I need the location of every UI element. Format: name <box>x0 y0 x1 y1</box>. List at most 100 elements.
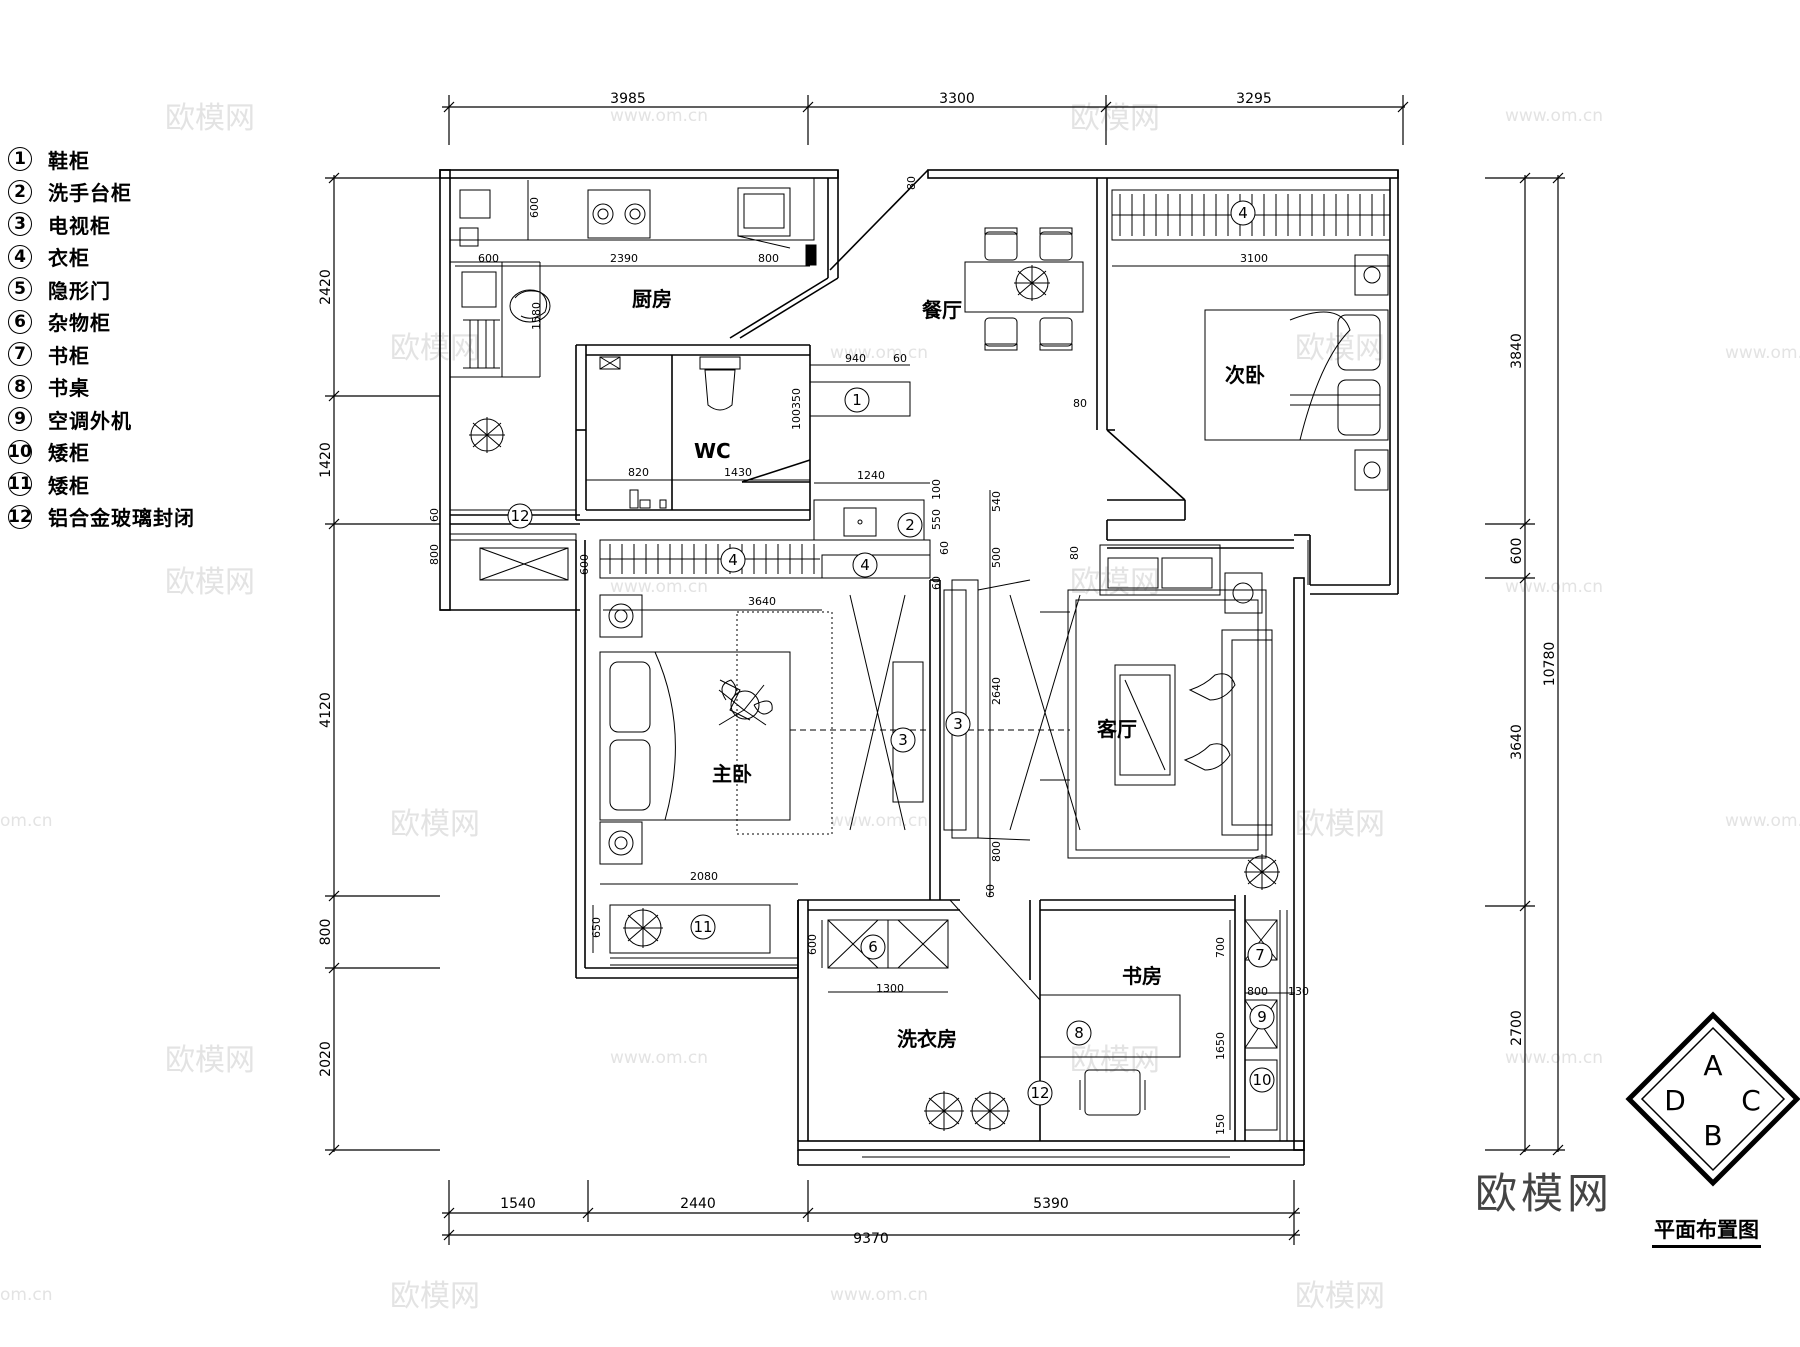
fridge-icon <box>737 187 791 237</box>
marker-2: 2 <box>897 512 923 538</box>
inner-dimensions: 600 600 2390 800 1580 80 80 3100 940 60 … <box>428 176 1390 1135</box>
legend-number: 8 <box>8 374 32 399</box>
dim-inner: 500 <box>990 547 1003 568</box>
dim-top-2: 3300 <box>939 91 975 107</box>
dining-table <box>964 261 1084 313</box>
coffee-table-icon <box>1114 664 1176 786</box>
room-label-kitchen: 厨房 <box>632 287 672 311</box>
balcony <box>440 533 577 611</box>
legend-item: 12 铝合金玻璃封闭 <box>8 502 195 532</box>
legend-text: 铝合金玻璃封闭 <box>48 506 195 530</box>
dim-bottom-2: 2440 <box>680 1196 716 1212</box>
room-label-laundry: 洗衣房 <box>897 1027 957 1051</box>
watermark-url: www.om.cn <box>1505 106 1603 126</box>
marker-10: 10 <box>1249 1067 1275 1093</box>
watermark-logo: 欧模网 <box>1070 101 1160 136</box>
legend-text: 电视柜 <box>48 213 111 238</box>
dim-inner: 2080 <box>690 870 718 883</box>
master-low-cabinet <box>609 904 771 954</box>
svg-text:6: 6 <box>868 938 878 956</box>
plant-icon <box>718 679 773 726</box>
markers: 1 2 3 3 4 4 4 6 7 8 9 10 11 12 12 <box>507 200 1275 1106</box>
nightstand-icon <box>1354 449 1389 491</box>
wardrobes <box>599 189 1391 579</box>
plant-icons <box>469 265 1280 1131</box>
watermark-logo: 欧模网 <box>165 565 255 600</box>
dim-inner: 820 <box>628 466 649 479</box>
marker-3a: 3 <box>890 727 916 753</box>
plant-icon <box>1014 265 1050 301</box>
dim-top-3: 3295 <box>1236 91 1272 107</box>
legend-text: 书柜 <box>48 343 90 368</box>
dim-inner: 600 <box>528 197 541 218</box>
dim-inner: 100350 <box>790 388 803 430</box>
dim-inner: 2640 <box>990 677 1003 705</box>
dim-inner: 60 <box>938 541 951 555</box>
dim-inner: 940 <box>845 352 866 365</box>
dim-inner: 3100 <box>1240 252 1268 265</box>
dim-inner: 60 <box>893 352 907 365</box>
watermark-logo: 欧模网 <box>165 101 255 136</box>
nightstand-icon <box>599 821 643 865</box>
outer-dimension-labels: 3985 3300 3295 1540 2440 5390 9370 2420 … <box>318 91 1558 1247</box>
legend-number: 4 <box>8 244 32 269</box>
shoe-cabinet <box>809 381 911 417</box>
marker-12b: 12 <box>1027 1080 1053 1106</box>
compass-icon: A D C B <box>1625 1011 1800 1187</box>
bed-icon <box>1204 309 1389 441</box>
marker-12a: 12 <box>507 503 533 529</box>
nightstand-icon <box>599 594 643 638</box>
dim-inner: 800 <box>1247 985 1268 998</box>
basin-icon <box>843 507 877 537</box>
dim-top-1: 3985 <box>610 91 646 107</box>
svg-text:4: 4 <box>860 556 870 574</box>
watermark-logo: 欧模网 <box>390 1279 480 1314</box>
living-room-furniture <box>943 544 1273 859</box>
watermark-logo: 欧模网 <box>165 1043 255 1078</box>
watermark-logo: 欧模网 <box>1070 565 1160 600</box>
second-bedroom-furniture <box>1204 254 1389 491</box>
dim-inner: 80 <box>905 176 918 190</box>
dim-bottom-total: 9370 <box>853 1231 889 1247</box>
dim-left-1: 2420 <box>318 269 334 305</box>
side-table-icon <box>1224 572 1263 614</box>
svg-text:4: 4 <box>1238 204 1248 222</box>
plant-icon <box>469 417 505 453</box>
dim-inner: 600 <box>806 934 819 955</box>
carpet-icon <box>736 611 833 835</box>
dim-inner: 130 <box>1288 985 1309 998</box>
room-label-master-bedroom: 主卧 <box>712 762 752 786</box>
dim-inner: 700 <box>1214 937 1227 958</box>
dim-inner: 60 <box>930 576 943 590</box>
dim-left-3: 4120 <box>318 692 334 728</box>
watermark-logo: 欧模网 <box>390 807 480 842</box>
legend-number: 6 <box>8 309 32 334</box>
dim-right-total: 10780 <box>1542 642 1558 687</box>
dim-inner: 1430 <box>724 466 752 479</box>
dim-right-3: 3640 <box>1509 724 1525 760</box>
dim-inner: 800 <box>428 544 441 565</box>
svg-text:4: 4 <box>728 551 738 569</box>
rug-icon <box>1067 589 1267 859</box>
sink-icon <box>461 271 497 308</box>
svg-text:7: 7 <box>1255 946 1265 964</box>
dim-right-2: 600 <box>1509 538 1525 565</box>
room-label-wc: WC <box>694 439 731 463</box>
legend-text: 空调外机 <box>48 408 132 433</box>
dim-inner: 80 <box>1068 546 1081 560</box>
legend-number: 12 <box>8 504 32 529</box>
dining-set <box>964 227 1084 351</box>
watermark-url: www.om.cn <box>830 1285 928 1305</box>
dim-inner: 3640 <box>748 595 776 608</box>
plan-title: 平面布置图 <box>1652 1214 1761 1248</box>
marker-8: 8 <box>1066 1020 1092 1046</box>
windows <box>450 177 1390 1158</box>
marker-4c: 4 <box>852 552 878 578</box>
dim-inner: 540 <box>990 491 1003 512</box>
compass-right: C <box>1741 1084 1761 1117</box>
legend-number: 7 <box>8 342 32 366</box>
